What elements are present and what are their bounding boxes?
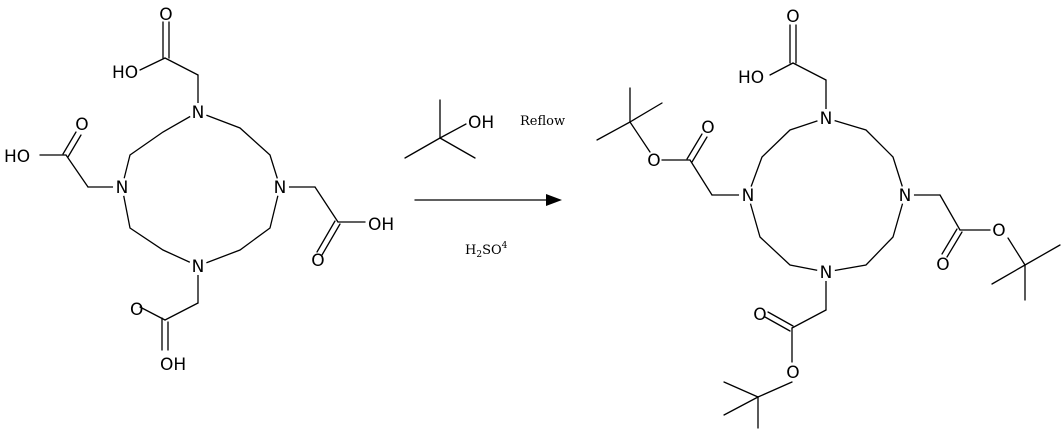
reactant-ho-left: HO [4, 147, 30, 167]
reactant-o-bottom: O [130, 300, 143, 320]
reactant-n-bottom: N [192, 257, 205, 277]
reactant-n-top: N [192, 103, 205, 123]
product-o-bottom-ester: O [786, 363, 799, 383]
product-n-top: N [820, 109, 833, 129]
reactant-n-left: N [116, 178, 129, 198]
product-o-bottom-carbonyl: O [753, 305, 766, 325]
reagent-tert-butanol: OH [404, 99, 494, 159]
condition-reflow: Reflow [520, 114, 565, 129]
product-ho-top: HO [738, 68, 764, 88]
product-o-right-ester: O [992, 221, 1005, 241]
product-n-bottom: N [820, 263, 833, 283]
reactant-oh-right: OH [368, 215, 394, 235]
reactant-dota: N N N N O HO O HO OH O O OH [4, 5, 394, 375]
product-o-right-carbonyl: O [936, 255, 949, 275]
reaction-arrow [414, 194, 562, 206]
condition-acid: H2SO4 [465, 241, 508, 260]
reactant-o-top: O [159, 5, 172, 25]
product-o-left-ester: O [647, 151, 660, 171]
reagent-oh: OH [468, 113, 494, 133]
reactant-oh-bottom: OH [160, 355, 186, 375]
product-n-right: N [899, 186, 912, 206]
product-o-left-carbonyl: O [701, 118, 714, 138]
product-o-top: O [786, 7, 799, 27]
product-do3a-tbu-ester: N N N N O HO O O O O O O [596, 7, 1061, 429]
reactant-o-right: O [311, 251, 324, 271]
reactant-n-right: N [274, 178, 287, 198]
reactant-ho-top: HO [112, 63, 138, 83]
reactant-o-left: O [75, 115, 88, 135]
product-n-left: N [742, 186, 755, 206]
